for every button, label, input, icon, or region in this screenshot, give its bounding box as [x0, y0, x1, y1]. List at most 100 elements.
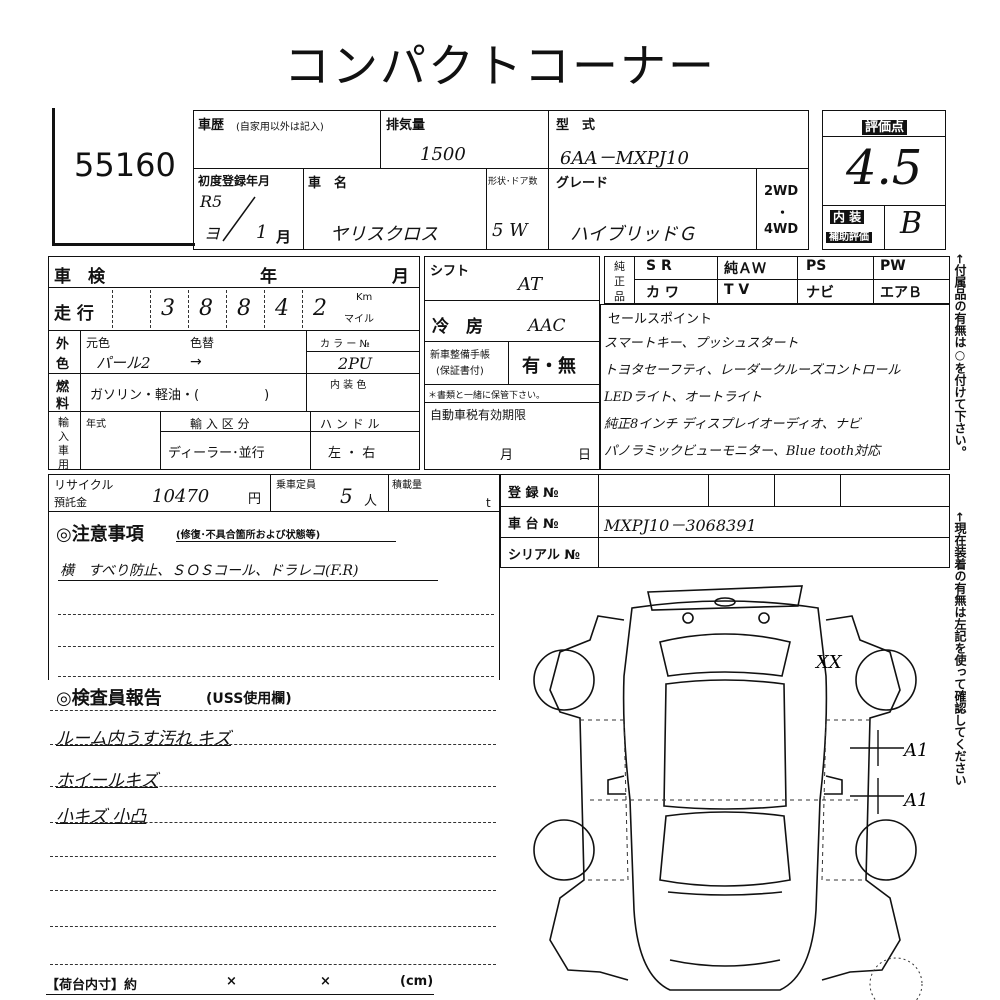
serial-label: シリアル №	[508, 548, 581, 563]
bed-x1: ×	[226, 974, 237, 989]
mileage-digit	[112, 290, 150, 328]
load-unit: t	[486, 496, 491, 510]
caution-sub: (修復･不具合箇所および状態等)	[176, 530, 321, 541]
score-label: 評価点	[862, 116, 908, 135]
first-reg-slash	[222, 196, 256, 242]
first-reg-era: R5	[200, 192, 223, 211]
displacement-label: 排気量	[386, 118, 426, 133]
manual-value: 有・無	[522, 356, 576, 377]
model-type-value: 6AA－MXPJ10	[560, 148, 689, 169]
fuel-label2: 料	[56, 397, 70, 412]
inspector-label: ◎検査員報告	[56, 688, 162, 709]
equipment-item: ナビ	[806, 285, 834, 301]
equipment-grid	[604, 256, 950, 304]
import-handle-value: 左 ・ 右	[328, 446, 376, 461]
sales-point-line: 純正8インチ ディスプレイオーディオ、ナビ	[604, 417, 861, 432]
bed-x2: ×	[320, 974, 331, 989]
left-grid	[48, 256, 420, 470]
sales-points-box	[600, 304, 950, 470]
shift-label: シフト	[430, 264, 470, 279]
history-label: 車歴	[198, 118, 225, 133]
lot-number: 55160	[74, 146, 176, 184]
shift-value: AT	[518, 274, 543, 295]
header-grid	[193, 110, 809, 250]
fuel-interior-color-label: 内 装 色	[330, 380, 367, 391]
car-name-value: ヤリスクロス	[330, 224, 438, 245]
first-reg-month: 1	[256, 222, 268, 243]
chassis-value: MXPJ10－3068391	[604, 516, 757, 535]
drive-4wd: 4WD	[764, 222, 799, 237]
mileage-digit-value: 8	[237, 296, 251, 321]
color-original-label: 元色	[86, 336, 111, 350]
tax-day: 日	[578, 448, 592, 463]
import-label1: 輸	[58, 416, 69, 429]
mileage-digit-value: 4	[275, 296, 289, 321]
equipment-label3: 品	[614, 290, 625, 303]
mileage-label: 走 行	[54, 304, 94, 324]
color-original: パール2	[96, 354, 151, 372]
first-reg-year: ヨ	[204, 224, 221, 243]
sales-points-label: セールスポイント	[608, 312, 713, 327]
damage-mark-a1-lower: A1	[902, 790, 928, 811]
recycle-label1: リサイクル	[54, 478, 114, 492]
color-change-label: 色替	[190, 336, 215, 350]
manual-label2: (保証書付)	[436, 366, 484, 377]
drive-dot: ・	[776, 206, 790, 221]
recycle-unit: 円	[248, 492, 262, 507]
inspection-label: 車 検	[54, 267, 105, 287]
mileage-digit-value: 3	[161, 296, 175, 321]
car-diagram: XX A1 A1	[533, 585, 928, 1000]
door-label: 形状･ドア数	[488, 177, 538, 187]
tax-month: 月	[500, 448, 514, 463]
mileage-digit: 4	[264, 290, 302, 328]
inspector-line: ルーム内うす汚れ キズ	[56, 729, 231, 749]
page-title: コンパクトコーナー	[284, 39, 716, 93]
sales-point-line: トヨタセーフティ、レーダークルーズコントロール	[604, 363, 901, 378]
manual-note: ＊書類と一緒に保管下さい。	[428, 391, 546, 401]
equipment-item: カ ワ	[646, 285, 679, 301]
color-code-label: カ ラ ー №	[320, 339, 370, 350]
side-note-2: ←現在装着の有無は左記を使って確認してください	[953, 512, 967, 787]
car-name-label: 車 名	[308, 176, 348, 191]
sales-point-line: スマートキー、プッシュスタート	[604, 336, 799, 351]
model-type-label: 型 式	[556, 118, 596, 133]
caution-line1: 横 すべり防止、ＳＯＳコール、ドラレコ(F.R)	[60, 563, 359, 579]
color-color-label: 色	[56, 357, 70, 372]
capacity-label: 乗車定員	[276, 480, 316, 491]
recycle-value: 10470	[152, 486, 210, 507]
bed-unit: (cm)	[400, 974, 434, 989]
chassis-label: 車 台 №	[508, 517, 559, 532]
capacity-unit: 人	[364, 494, 378, 509]
color-outer-label: 外	[56, 337, 70, 352]
equipment-item: T V	[724, 282, 750, 298]
equipment-item: 純ＡＷ	[724, 261, 766, 277]
displacement-value: 1500	[420, 144, 466, 165]
mileage-digit: 3	[150, 290, 188, 328]
recycle-label2: 預託金	[54, 496, 87, 509]
inspector-line: 小キズ 小凸	[56, 807, 147, 827]
interior-label2: 補助評価	[826, 228, 872, 243]
history-sub: (自家用以外は記入)	[236, 122, 324, 133]
inspection-year: 年	[260, 267, 277, 287]
mileage-digit-value: 8	[199, 296, 213, 321]
grade-value: ハイブリッドＧ	[570, 224, 696, 245]
score-value: 4.5	[846, 140, 923, 196]
equipment-item: PS	[806, 258, 827, 274]
mileage-digit: 8	[188, 290, 226, 328]
aircon-label: 冷 房	[432, 317, 483, 337]
import-label3: 車	[58, 444, 69, 457]
mileage-km: Km	[356, 292, 373, 303]
capacity-value: 5	[340, 484, 353, 508]
import-label2: 入	[58, 430, 69, 443]
mileage-mile: マイル	[344, 314, 374, 325]
equipment-item: エアＢ	[880, 285, 922, 301]
damage-mark-a1-upper: A1	[902, 740, 928, 761]
equipment-item: S R	[646, 258, 672, 274]
reg-grid	[500, 474, 950, 568]
mileage-digit: 2	[302, 290, 340, 328]
load-label: 積載量	[392, 480, 422, 491]
color-code: 2PU	[338, 354, 373, 373]
import-year-label: 年式	[86, 419, 106, 430]
caution-label: ◎注意事項	[56, 524, 144, 545]
import-category-value: ディーラー･並行	[168, 446, 265, 461]
